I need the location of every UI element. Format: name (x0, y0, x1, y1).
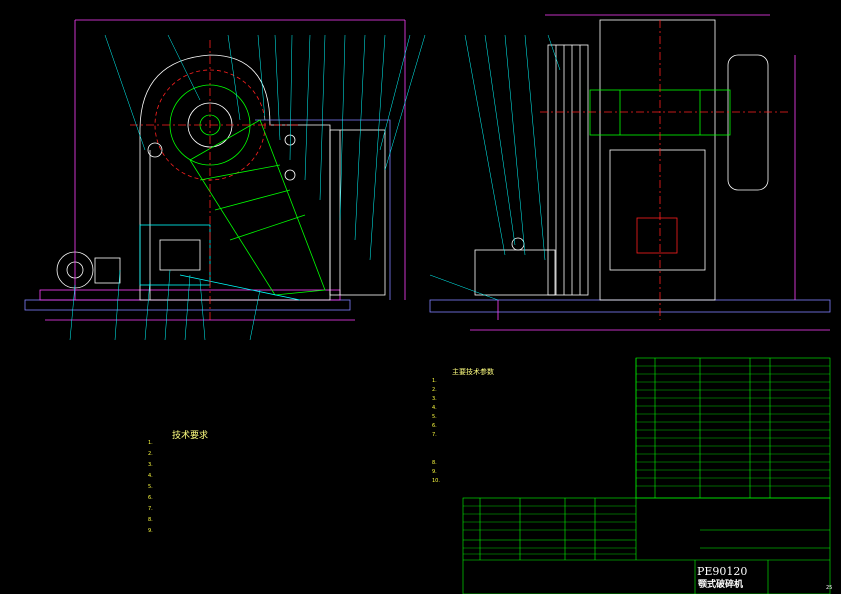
technical-requirement-line: 5. (148, 484, 153, 490)
parameter-line: 1. (432, 378, 437, 384)
drawing-model-number: PE90120 (697, 565, 748, 578)
parameter-line: 2. (432, 387, 437, 393)
technical-requirement-line: 3. (148, 462, 153, 468)
front-elevation-view (429, 14, 831, 331)
parameter-line: 6. (432, 423, 437, 429)
parameter-line: 5. (432, 414, 437, 420)
parameter-line: 4. (432, 405, 437, 411)
parts-list-table (462, 357, 831, 594)
parts-list-rows (463, 365, 830, 555)
technical-requirement-line: 4. (148, 473, 153, 479)
technical-requirement-line: 2. (148, 451, 153, 457)
parameter-line: 7. (432, 432, 437, 438)
parameter-line: 3. (432, 396, 437, 402)
side-elevation-view (24, 19, 426, 341)
main-parameters-title: 主要技术参数 (452, 368, 494, 376)
technical-requirements-title: 技术要求 (172, 431, 209, 441)
technical-requirement-line: 1. (148, 440, 153, 446)
technical-requirement-line: 8. (148, 517, 153, 523)
parameter-line: 10. (432, 478, 440, 484)
parameter-line: 8. (432, 460, 437, 466)
technical-requirement-line: 9. (148, 528, 153, 534)
technical-requirement-line: 7. (148, 506, 153, 512)
drawing-title: 颚式破碎机 (698, 580, 744, 590)
sheet-mark: 25 (826, 585, 833, 591)
parameter-line: 9. (432, 469, 437, 475)
technical-requirement-line: 6. (148, 495, 153, 501)
